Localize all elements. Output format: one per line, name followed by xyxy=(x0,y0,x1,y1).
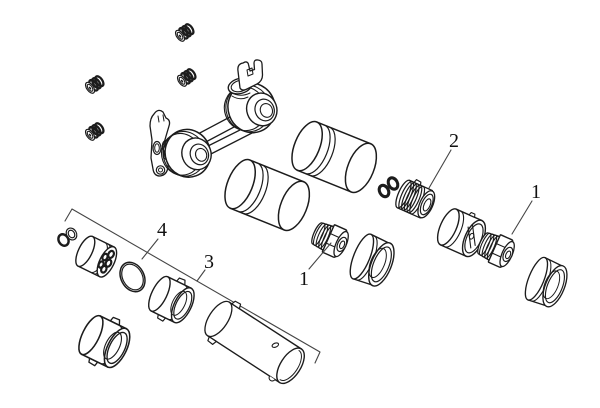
callout-1-right-label[interactable]: 1 xyxy=(531,181,541,203)
wall-mounting-body xyxy=(149,59,278,178)
body-port-left xyxy=(161,128,212,178)
callout-4-leader xyxy=(141,238,159,260)
callout-2-leader xyxy=(428,149,452,189)
extension-nipple xyxy=(436,208,487,258)
callout-1-right-leader xyxy=(511,200,533,235)
callout-3-label[interactable]: 3 xyxy=(204,251,214,273)
callout-4-label[interactable]: 4 xyxy=(157,219,167,241)
installation-tube xyxy=(204,300,305,385)
callout-3-leader xyxy=(196,269,206,282)
o-ring-single xyxy=(119,261,146,293)
callout-2-label[interactable]: 2 xyxy=(449,130,459,152)
o-ring-pair xyxy=(377,176,400,199)
threaded-adapter xyxy=(395,179,436,219)
seal-washers xyxy=(57,227,78,247)
callout-1-left-label[interactable]: 1 xyxy=(299,268,309,290)
callout-1-left-leader xyxy=(308,242,332,270)
cartridge xyxy=(75,235,118,278)
callout-3-bracket-line xyxy=(64,208,321,364)
